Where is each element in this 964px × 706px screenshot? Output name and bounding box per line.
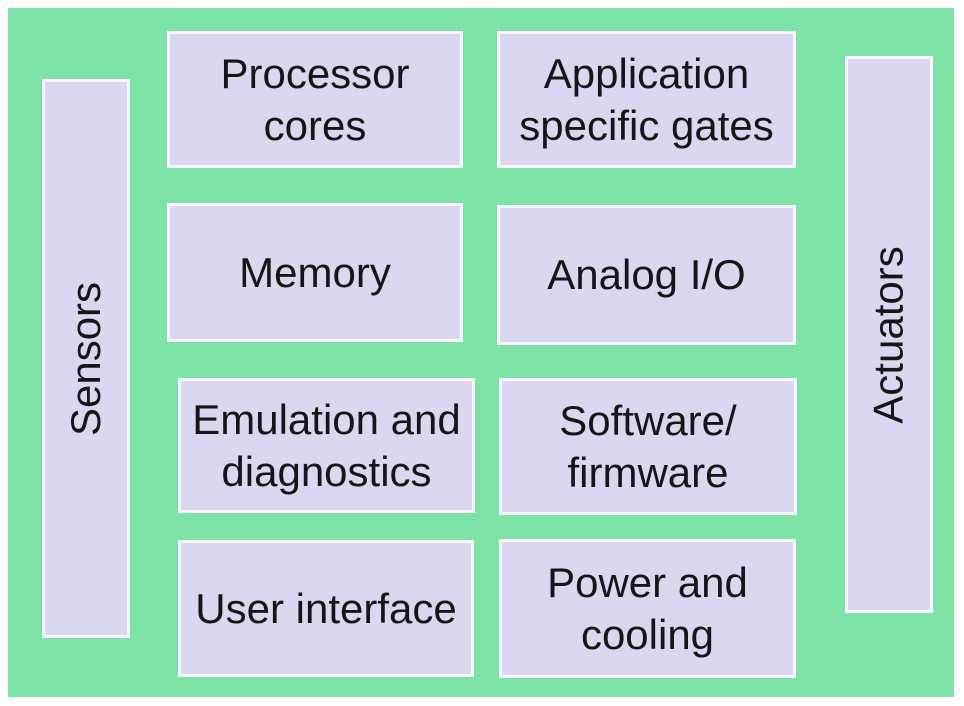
actuators-label: Actuators xyxy=(865,245,913,424)
block-analog-io: Analog I/O xyxy=(497,205,796,345)
block-power-and-cooling: Power and cooling xyxy=(499,539,796,678)
block-analog-io-label: Analog I/O xyxy=(547,251,746,299)
side-bar-sensors: Sensors xyxy=(42,79,130,638)
block-power-and-cooling-label: Power and cooling xyxy=(547,559,748,658)
block-memory: Memory xyxy=(167,203,463,342)
block-application-specific-gates-label: Application specific gates xyxy=(519,50,774,149)
block-software-firmware-label: Software/ firmware xyxy=(559,397,737,496)
diagram-background-panel xyxy=(8,8,954,697)
block-processor-cores: Processor cores xyxy=(167,31,463,168)
block-emulation-and-diagnostics: Emulation and diagnostics xyxy=(178,378,475,513)
sensors-label: Sensors xyxy=(62,281,110,436)
block-processor-cores-label: Processor cores xyxy=(220,50,410,149)
block-application-specific-gates: Application specific gates xyxy=(497,31,796,168)
block-user-interface: User interface xyxy=(178,540,474,677)
side-bar-actuators: Actuators xyxy=(845,56,933,613)
block-user-interface-label: User interface xyxy=(195,584,457,632)
block-software-firmware: Software/ firmware xyxy=(499,378,797,515)
block-emulation-and-diagnostics-label: Emulation and diagnostics xyxy=(192,396,461,495)
block-memory-label: Memory xyxy=(239,248,391,296)
